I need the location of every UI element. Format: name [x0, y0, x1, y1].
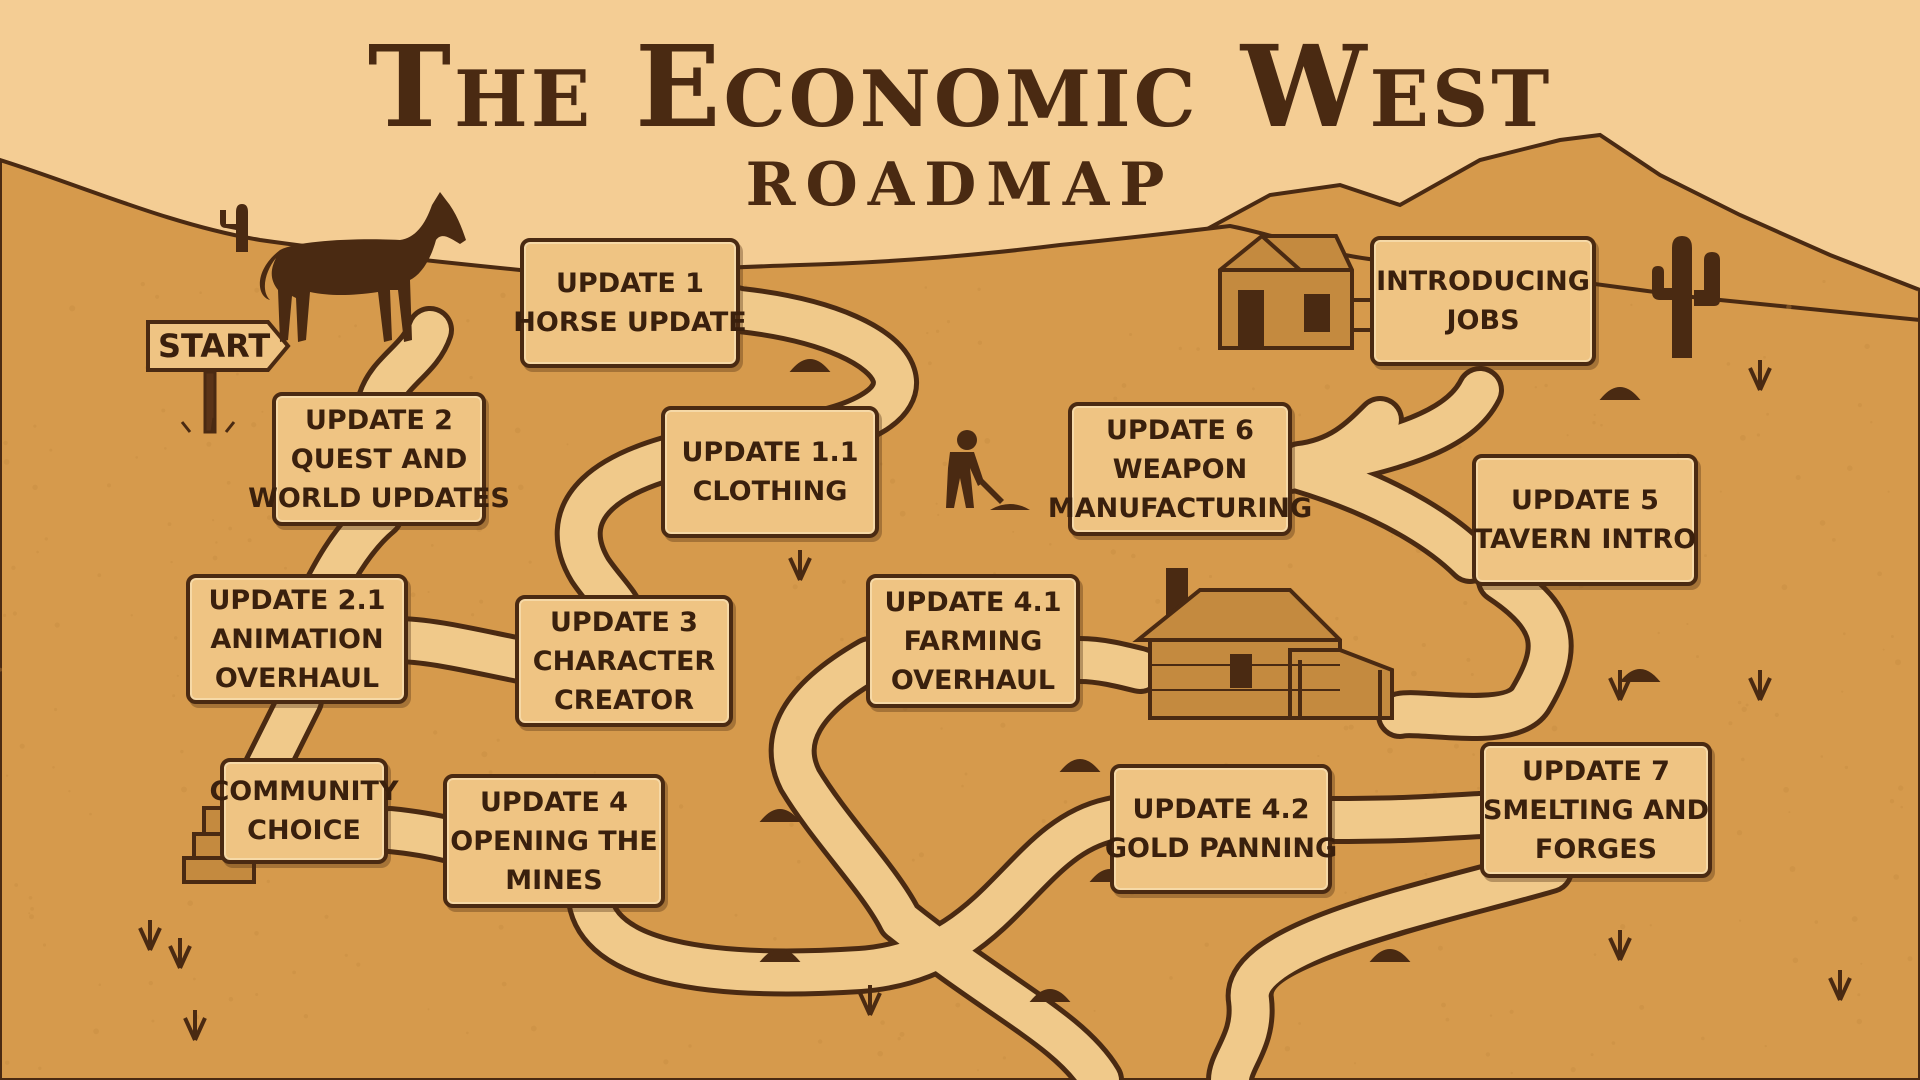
- milestone-line: CHOiCE: [247, 815, 361, 846]
- milestone-card-update-7[interactable]: UPDATE 7 SMELTiNG AND FORGES: [1480, 742, 1712, 878]
- milestone-card-update-5[interactable]: UPDATE 5 TAVERN iNTRO: [1472, 454, 1698, 586]
- milestone-line: WEAPON: [1112, 453, 1248, 485]
- milestone-line: CLOTHiNG: [692, 476, 848, 507]
- milestone-line: MiNES: [505, 864, 603, 896]
- milestone-line: OVERHAUL: [214, 662, 380, 694]
- milestone-line: OVERHAUL: [890, 664, 1056, 696]
- milestone-line: UPDATE 4.2: [1132, 794, 1310, 825]
- milestone-card-update-4-1[interactable]: UPDATE 4.1FARMiNG OVERHAUL: [866, 574, 1080, 708]
- milestone-line: HORSE UPDATE: [513, 307, 747, 338]
- milestone-card-introducing-jobs[interactable]: iNTRODUCiNG JOBS: [1370, 236, 1596, 366]
- milestone-line: UPDATE 6: [1106, 414, 1254, 446]
- milestone-card-update-1-1[interactable]: UPDATE 1.1CLOTHiNG: [661, 406, 879, 538]
- milestone-line: CHARACTER: [532, 645, 716, 677]
- milestone-line: GOLD PANNiNG: [1104, 833, 1338, 864]
- page-subtitle: Roadmap: [745, 150, 1175, 220]
- milestone-line: UPDATE 4.1: [884, 586, 1062, 618]
- farmhouse-icon: [1132, 568, 1394, 720]
- milestone-card-update-4[interactable]: UPDATE 4 OPENiNG THE MiNES: [443, 774, 665, 908]
- milestone-card-update-2-1[interactable]: UPDATE 2.1ANiMATiON OVERHAUL: [186, 574, 408, 704]
- milestone-line: UPDATE 1: [556, 268, 704, 299]
- page-title: The Economic West: [367, 22, 1553, 153]
- milestone-line: SMELTiNG AND: [1482, 794, 1710, 826]
- start-signpost: [146, 320, 291, 434]
- milestone-line: UPDATE 1.1: [681, 437, 859, 468]
- milestone-line: UPDATE 2: [305, 404, 453, 436]
- milestone-line: UPDATE 5: [1511, 485, 1659, 516]
- milestone-line: COMMUNiTY: [209, 776, 399, 807]
- milestone-card-update-2[interactable]: UPDATE 2 QUEST AND WORLD UPDATES: [248, 392, 510, 526]
- milestone-card-update-1[interactable]: UPDATE 1 HORSE UPDATE: [513, 238, 747, 368]
- horse-icon: [259, 192, 466, 342]
- milestone-line: TAVERN iNTRO: [1473, 524, 1697, 555]
- milestone-card-update-6[interactable]: UPDATE 6 WEAPON MANUFACTURiNG: [1048, 402, 1312, 536]
- milestone-line: iNTRODUCiNG: [1376, 266, 1590, 297]
- miner-icon: [946, 430, 1030, 510]
- milestone-line: UPDATE 2.1: [208, 584, 386, 616]
- milestone-line: ANiMATiON: [210, 623, 384, 655]
- milestone-line: FARMiNG: [903, 625, 1043, 657]
- milestone-line: OPENiNG THE: [450, 825, 658, 857]
- milestone-line: QUEST AND: [290, 443, 468, 475]
- milestone-line: UPDATE 7: [1522, 755, 1670, 787]
- cabin-icon: [1218, 234, 1372, 350]
- milestone-line: UPDATE 3: [550, 606, 698, 638]
- milestone-line: JOBS: [1446, 305, 1520, 336]
- milestone-line: UPDATE 4: [480, 786, 628, 818]
- cactus-icon: [220, 204, 1720, 358]
- milestone-line: MANUFACTURiNG: [1047, 492, 1313, 524]
- milestone-line: FORGES: [1534, 833, 1658, 865]
- milestone-line: CREATOR: [553, 684, 694, 716]
- start-label: START: [158, 327, 271, 365]
- milestone-card-update-3[interactable]: UPDATE 3 CHARACTER CREATOR: [515, 595, 733, 727]
- milestone-card-community-choice[interactable]: COMMUNiTY CHOiCE: [209, 758, 399, 864]
- milestone-line: WORLD UPDATES: [248, 482, 510, 514]
